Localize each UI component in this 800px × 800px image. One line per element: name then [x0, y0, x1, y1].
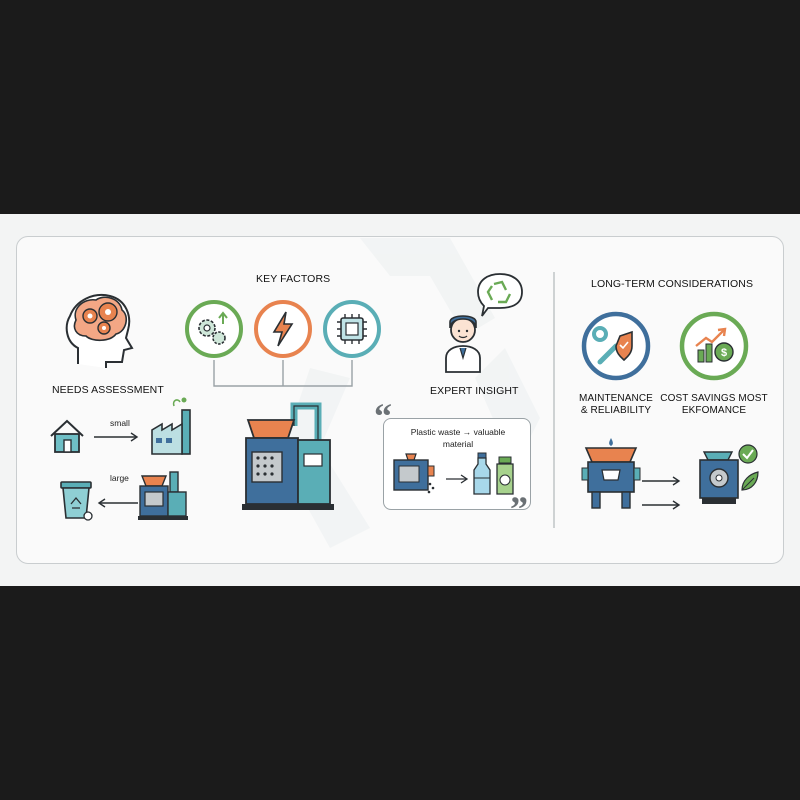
brain-gears-icon: [65, 294, 134, 368]
shredder-machine-icon: [242, 402, 334, 510]
arrow-right-bottom: [642, 500, 681, 510]
chart-coins-icon: $: [679, 311, 749, 381]
section-divider: [553, 272, 555, 528]
gears-icon: [185, 300, 243, 358]
arrow-left-large: [97, 498, 138, 508]
arrow-right-small: [94, 432, 139, 442]
needs-assessment-title: NEEDS ASSESSMENT: [52, 384, 164, 396]
wrench-shield-icon: [581, 311, 651, 381]
key-factors-title: KEY FACTORS: [256, 273, 331, 285]
shredder-eco-icon: [699, 444, 759, 504]
expert-insight-title: EXPERT INSIGHT: [430, 385, 519, 397]
cost-savings-label: COST SAVINGS MOST EKFOMANCE: [660, 393, 768, 416]
shredder-machine-small-icon: [138, 471, 188, 520]
close-quote-mark: ”: [510, 489, 528, 529]
factory-icon: [151, 397, 191, 455]
small-label: small: [110, 418, 130, 428]
svg-text:$: $: [721, 347, 727, 359]
arrow-right-top: [642, 476, 681, 486]
arrow-right-insight: [446, 474, 469, 484]
house-icon: [50, 419, 84, 453]
shredder-hopper-icon: [581, 438, 641, 509]
chip-icon: [323, 300, 381, 358]
mini-shredder-icon: [393, 453, 435, 494]
lightning-icon: [254, 300, 312, 358]
quote-text: Plastic waste → valuable material: [410, 427, 506, 449]
open-quote-mark: “: [374, 396, 392, 436]
recycle-speech-icon: [477, 273, 523, 317]
expert-person-icon: [445, 315, 481, 373]
long-term-title: LONG-TERM CONSIDERATIONS: [591, 278, 754, 290]
key-factors-connector: [213, 360, 353, 387]
recycle-bin-icon: [60, 481, 93, 521]
bottle-icon: [473, 452, 491, 495]
large-label: large: [110, 473, 129, 483]
maintenance-reliability-label: MAINTENANCE & RELIABILITY: [579, 393, 653, 416]
jar-icon: [496, 456, 514, 495]
